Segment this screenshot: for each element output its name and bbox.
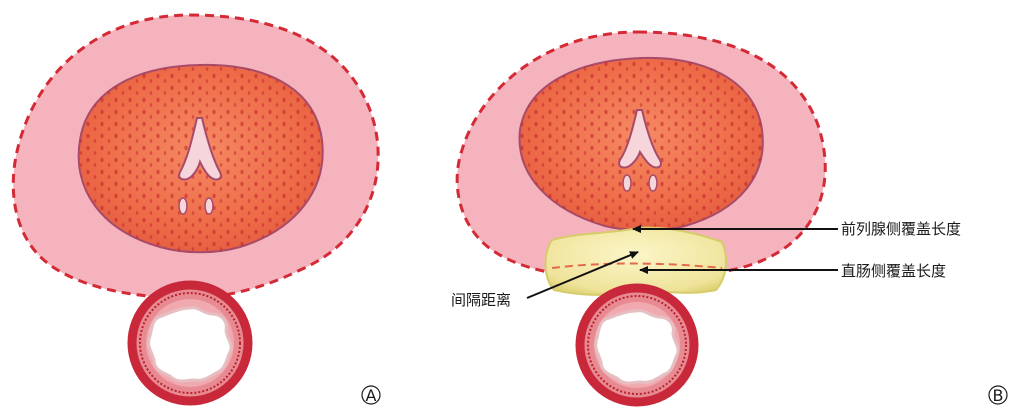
rectum bbox=[128, 281, 252, 405]
spacing-distance-label: 间隔距离 bbox=[451, 291, 511, 309]
rectal-lumen bbox=[596, 311, 678, 383]
ejaculatory-duct bbox=[649, 175, 657, 191]
ejaculatory-duct bbox=[205, 198, 213, 214]
rectum bbox=[576, 284, 698, 406]
rectal-lumen bbox=[149, 308, 231, 381]
panel-letter-a: A bbox=[366, 386, 377, 405]
panel-letter-b: B bbox=[993, 386, 1004, 405]
prostate-coverage-label: 前列腺侧覆盖长度 bbox=[841, 220, 961, 238]
rectal-coverage-label: 直肠侧覆盖长度 bbox=[841, 262, 946, 280]
panel-a: A bbox=[13, 15, 380, 405]
ejaculatory-duct bbox=[179, 198, 187, 214]
ejaculatory-duct bbox=[623, 175, 631, 191]
panel-b: 前列腺侧覆盖长度 直肠侧覆盖长度 间隔距离 B bbox=[451, 32, 1007, 406]
